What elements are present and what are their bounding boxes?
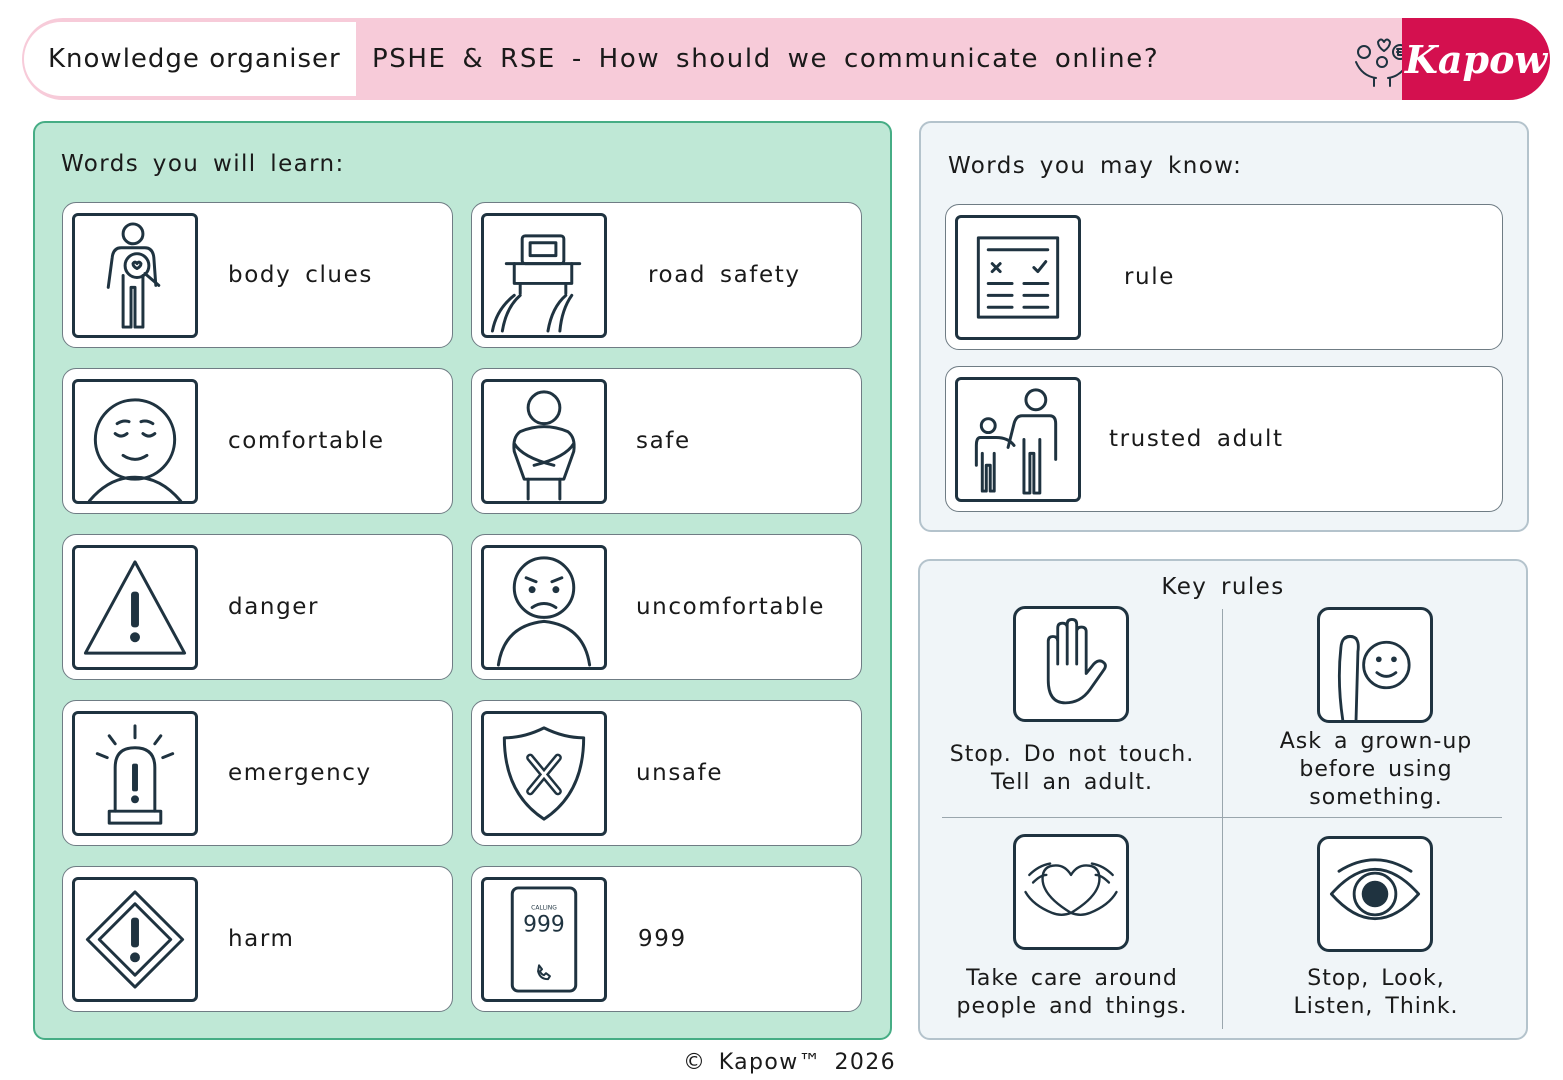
- word-label: road safety: [648, 262, 801, 288]
- word-label: emergency: [228, 760, 372, 786]
- words-you-will-learn-panel: Words you will learn: body clues: [33, 121, 892, 1040]
- word-card-danger: danger: [62, 534, 453, 680]
- learn-heading: Words you will learn:: [61, 151, 345, 177]
- know-heading: Words you may know:: [948, 153, 1243, 179]
- word-card-road-safety: road safety: [471, 202, 862, 348]
- worried-face-icon: [481, 545, 607, 670]
- word-card-safe: safe: [471, 368, 862, 514]
- rule-text-take-care: Take care around people and things.: [956, 966, 1188, 1019]
- word-card-comfortable: comfortable: [62, 368, 453, 514]
- word-label: rule: [1124, 264, 1175, 290]
- key-rules-panel: Key rules Stop. Do not touch. Tell an ad…: [918, 559, 1528, 1040]
- phone-calling-text: CALLING: [531, 905, 557, 912]
- word-card-body-clues: body clues: [62, 202, 453, 348]
- word-label: harm: [228, 926, 295, 952]
- rules-heading: Key rules: [1161, 574, 1285, 600]
- word-label: uncomfortable: [636, 594, 825, 620]
- car-road-icon: [481, 213, 607, 338]
- kapow-logo: Kapow: [1402, 18, 1550, 100]
- hands-heart-icon: [1352, 32, 1412, 88]
- copyright-footer: © Kapow™ 2026: [682, 1050, 897, 1075]
- word-card-emergency: emergency: [62, 700, 453, 846]
- header-label: Knowledge organiser: [24, 22, 356, 96]
- word-label: trusted adult: [1109, 426, 1284, 452]
- adult-child-icon: [955, 377, 1081, 502]
- word-label: unsafe: [636, 760, 724, 786]
- word-card-harm: harm: [62, 866, 453, 1012]
- heart-hands-icon: [1013, 834, 1129, 950]
- stop-hand-icon: [1013, 606, 1129, 722]
- words-you-may-know-panel: Words you may know: rule trusted a: [919, 121, 1529, 532]
- word-card-rule: rule: [945, 204, 1503, 350]
- word-label: comfortable: [228, 428, 385, 454]
- shield-cross-icon: [481, 711, 607, 836]
- rule-text-stop-look: Stop, Look, Listen, Think.: [1293, 966, 1459, 1019]
- siren-icon: [72, 711, 198, 836]
- rules-divider-vertical: [1222, 609, 1223, 1029]
- warning-diamond-icon: [72, 877, 198, 1002]
- raised-hand-smile-icon: [1317, 607, 1433, 723]
- word-label: 999: [638, 926, 687, 952]
- word-card-unsafe: unsafe: [471, 700, 862, 846]
- rule-text-stop: Stop. Do not touch. Tell an adult.: [949, 742, 1195, 795]
- word-card-uncomfortable: uncomfortable: [471, 534, 862, 680]
- word-label: danger: [228, 594, 320, 620]
- word-card-999: CALLING 999 999: [471, 866, 862, 1012]
- crossed-arms-person-icon: [481, 379, 607, 504]
- word-card-trusted-adult: trusted adult: [945, 366, 1503, 512]
- warning-triangle-icon: [72, 545, 198, 670]
- body-magnifier-icon: [72, 213, 198, 338]
- phone-calling-icon: CALLING 999: [481, 877, 607, 1002]
- rule-board-icon: [955, 215, 1081, 340]
- rules-divider-horizontal: [942, 817, 1502, 818]
- page-title: PSHE & RSE - How should we communicate o…: [372, 44, 1160, 74]
- phone-number-text: 999: [523, 913, 565, 938]
- rule-text-ask: Ask a grown-up before using something.: [1279, 729, 1473, 810]
- word-label: safe: [636, 428, 691, 454]
- header-banner: Knowledge organiser PSHE & RSE - How sho…: [22, 18, 1550, 100]
- calm-face-icon: [72, 379, 198, 504]
- word-label: body clues: [228, 262, 373, 288]
- eye-icon: [1317, 836, 1433, 952]
